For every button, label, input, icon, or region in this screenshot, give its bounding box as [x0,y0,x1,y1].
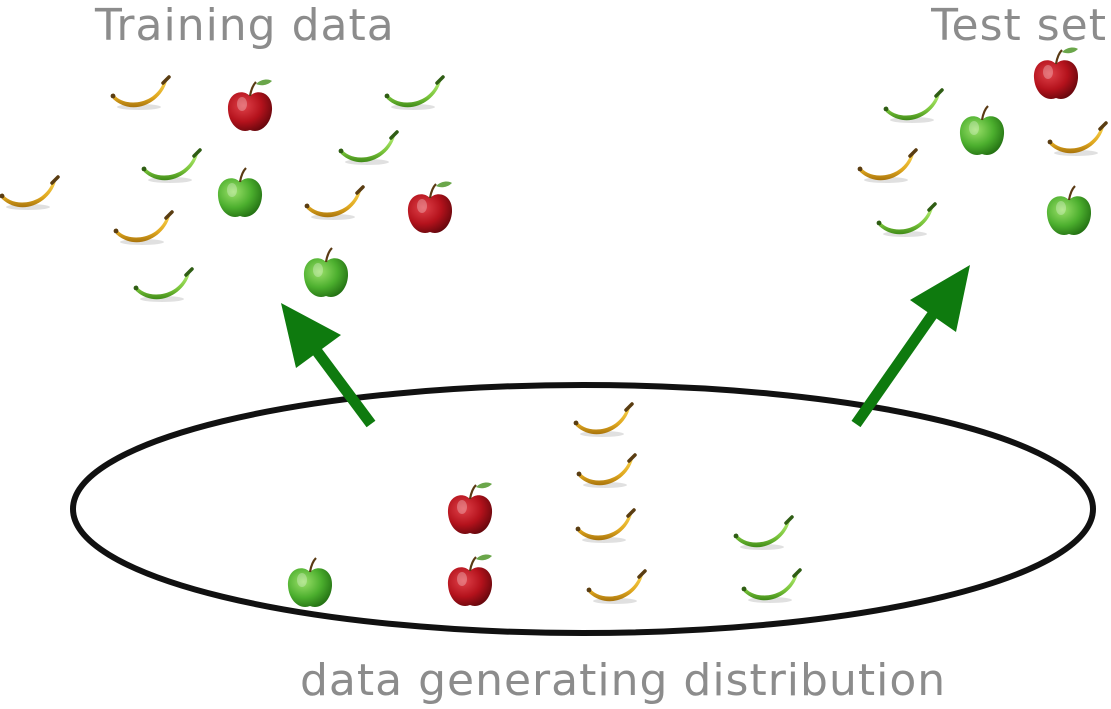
test-banana-yellow-5 [1047,121,1108,156]
distribution-banana-yellow-1 [573,402,634,437]
distribution-banana-yellow-8 [586,569,647,604]
test-apple-green-3 [959,105,1005,155]
distribution-caption: data generating distribution [300,655,947,706]
test-banana-green-7 [876,202,937,237]
test-banana-green-2 [883,88,944,123]
training-apple-red-8 [407,181,453,233]
training-banana-yellow-5 [0,175,60,210]
test-set-title: Test set [931,0,1107,51]
distribution-apple-green-6 [287,557,333,607]
test-banana-yellow-4 [857,148,918,183]
distribution-banana-green-9 [741,568,802,603]
distribution-ellipse [70,382,1096,636]
training-banana-yellow-7 [304,185,365,220]
distribution-apple-red-7 [447,554,493,606]
training-banana-green-10 [338,130,399,165]
distribution-apple-red-3 [447,482,493,534]
test-apple-red-1 [1033,47,1079,99]
fruit-layer [0,47,1108,607]
arrow-to-test [851,265,970,428]
test-apple-green-6 [1046,185,1092,235]
training-banana-yellow-1 [110,75,171,110]
training-banana-green-12 [133,267,194,302]
distribution-banana-green-5 [733,515,794,550]
training-apple-red-2 [227,79,273,131]
training-data-title: Training data [95,0,395,51]
training-apple-green-11 [303,247,349,297]
distribution-banana-yellow-2 [576,453,637,488]
training-banana-green-3 [384,75,445,110]
arrow-to-training [281,303,376,428]
training-banana-yellow-9 [113,210,174,245]
distribution-banana-yellow-4 [575,508,636,543]
training-apple-green-6 [217,167,263,217]
training-banana-green-4 [141,148,202,183]
